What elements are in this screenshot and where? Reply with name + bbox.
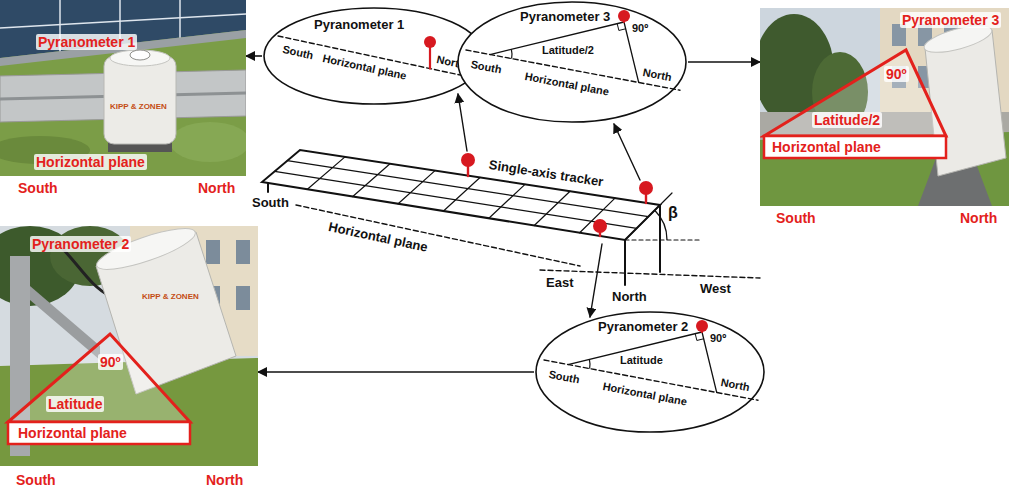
photo-label: Pyranometer 1 <box>36 34 137 50</box>
photo-label: 90º <box>98 354 123 370</box>
angle-symbol: β <box>668 204 678 222</box>
node-drawing <box>0 226 258 492</box>
photo-label: Latitude <box>46 396 104 412</box>
ellipse-label: Latitude/2 <box>542 44 594 57</box>
direction-label: South <box>252 196 289 211</box>
ellipse-label: 90º <box>632 22 648 35</box>
panel-grid <box>179 0 181 38</box>
node-drawing <box>0 0 246 202</box>
leader-arrow <box>458 94 467 151</box>
horizontal-plane-box <box>764 136 946 158</box>
photo-label: North <box>198 180 235 196</box>
pyranometer-pin <box>461 153 475 167</box>
photo-label: North <box>206 472 243 488</box>
solar-panel <box>0 0 246 58</box>
detail-ellipse-outline <box>264 8 484 104</box>
tilt-line <box>625 193 672 240</box>
pyranometer-pin <box>696 320 708 332</box>
metal-frame <box>30 286 100 360</box>
horizontal-reference <box>625 239 700 240</box>
angle-triangle <box>8 334 190 422</box>
ellipse-title: Pyranometer 2 <box>598 320 688 335</box>
grass-patch <box>170 122 246 162</box>
horizontal-plane-box <box>8 422 190 444</box>
plane-label: Horizontal plane <box>327 220 429 256</box>
right-angle-mark <box>617 24 625 31</box>
tilt-angle-arc <box>655 210 667 240</box>
tracker-post <box>624 240 626 285</box>
photo-panel: Pyranometer 1 Horizontal planeSouth North <box>0 0 246 202</box>
photo-label: Pyranometer 2 <box>30 236 131 252</box>
angle-arc <box>589 359 591 368</box>
photo-label: 90º <box>884 66 909 82</box>
leader-arrow <box>614 124 640 180</box>
photo-label: South <box>18 180 58 196</box>
photo-label: North <box>960 210 997 226</box>
pyranometer-pin <box>639 181 653 195</box>
panel-grid <box>489 184 525 218</box>
pyranometer-cap <box>110 50 170 66</box>
photo-label: Pyranometer 3 <box>900 12 1001 28</box>
panel-grid <box>398 171 435 204</box>
window <box>206 240 220 264</box>
ellipse-title: Pyranometer 3 <box>520 10 610 25</box>
panel-grid <box>580 198 615 233</box>
panel-grid <box>444 178 481 212</box>
photo-label: Horizontal plane <box>772 139 881 155</box>
detail-ellipse: Pyranometer 290ºSouthLatitudeHorizontal … <box>534 310 766 434</box>
photo-label: Horizontal plane <box>34 154 147 170</box>
angle-arc <box>511 49 513 58</box>
tracker-panel <box>262 150 660 240</box>
brand-logo: KIPP & ZONEN <box>110 102 167 111</box>
panel-frame <box>0 30 246 66</box>
photo-label: Horizontal plane <box>18 425 127 441</box>
panel-grid <box>307 157 345 189</box>
window <box>236 240 250 264</box>
detail-ellipse: Pyranometer 1SouthHorizontal planeNorth <box>262 6 486 106</box>
photo-label: South <box>16 472 56 488</box>
leader-arrow <box>590 244 602 317</box>
detail-ellipse-outline <box>458 2 686 122</box>
direction-label: West <box>700 282 731 297</box>
right-angle-mark <box>695 334 703 341</box>
photo-label: South <box>776 210 816 226</box>
angle-triangle <box>764 50 946 136</box>
photo-panel: Pyranometer 3 90ºLatitude/2Horizontal pla… <box>760 8 1009 232</box>
tracker-post <box>267 183 269 192</box>
direction-label: North <box>612 290 647 305</box>
ellipse-label: 90º <box>710 332 726 345</box>
photo-label: Latitude/2 <box>812 112 882 128</box>
connector-arrow <box>246 55 262 57</box>
panel-grid <box>353 164 390 197</box>
pyranometer-pin <box>618 10 630 22</box>
brand-logo: KIPP & ZONEN <box>142 292 199 301</box>
ellipse-label: Latitude <box>620 354 663 367</box>
pyranometer-body <box>104 56 176 144</box>
window <box>236 286 250 310</box>
detail-ellipse-outline <box>536 312 764 432</box>
direction-label: East <box>546 276 573 291</box>
pyranometer-pin <box>593 219 607 233</box>
ellipse-title: Pyranometer 1 <box>314 18 404 33</box>
node-drawing <box>760 8 1009 232</box>
detail-ellipse: Pyranometer 390ºSouthLatitude/2Horizonta… <box>456 0 688 124</box>
panel-grid <box>0 14 246 28</box>
connector-arrow <box>688 61 760 63</box>
connector-arrow <box>258 371 534 373</box>
panel-grid <box>534 191 570 225</box>
photo-panel: Pyranometer 2 90ºLatitudeHorizontal plane… <box>0 226 258 492</box>
pyranometer-dome <box>130 50 150 60</box>
pyranometer-pin <box>424 36 436 48</box>
